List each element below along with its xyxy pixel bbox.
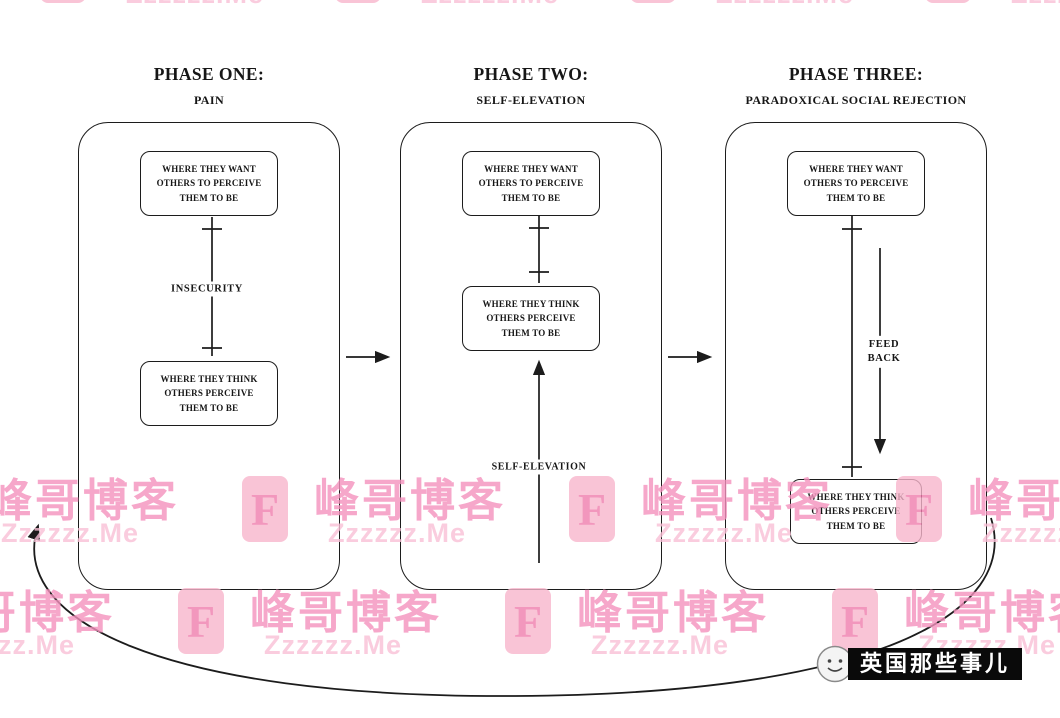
self-elevation-label: SELF-ELEVATION [488, 459, 590, 475]
feedback-label: FEED BACK [864, 335, 904, 369]
insecurity-label: INSECURITY [168, 281, 246, 297]
phase-three-title: PHASE THREE: [788, 64, 924, 84]
phase-two-middle-box: WHERE THEY THINK OTHERS PERCEIVE THEM TO… [462, 286, 600, 351]
phase-three-top-box: WHERE THEY WANT OTHERS TO PERCEIVE THEM … [787, 151, 925, 216]
cycle-loop-arrow [27, 517, 996, 697]
phase-three-subtitle: PARADOXICAL SOCIAL REJECTION [745, 93, 967, 107]
phase-two-title: PHASE TWO: [473, 64, 589, 84]
phase-one-bottom-box: WHERE THEY THINK OTHERS PERCEIVE THEM TO… [140, 361, 278, 426]
phase-one-header: PHASE ONE: PAIN [49, 64, 369, 108]
footer-logo-text: 英国那些事儿 [848, 648, 1023, 680]
phase-one-subtitle: PAIN [193, 93, 225, 107]
phase-three-header: PHASE THREE: PARADOXICAL SOCIAL REJECTIO… [696, 64, 1016, 108]
phase-one-container: WHERE THEY WANT OTHERS TO PERCEIVE THEM … [78, 122, 340, 590]
phase-three-bottom-box: WHERE THEY THINK OTHERS PERCEIVE THEM TO… [790, 479, 922, 544]
phase-two-top-box: WHERE THEY WANT OTHERS TO PERCEIVE THEM … [462, 151, 600, 216]
footer-logo: 英国那些事儿 [816, 645, 1023, 683]
phase-two-header: PHASE TWO: SELF-ELEVATION [371, 64, 691, 108]
phase-three-container: WHERE THEY WANT OTHERS TO PERCEIVE THEM … [725, 122, 987, 590]
phase-one-top-box: WHERE THEY WANT OTHERS TO PERCEIVE THEM … [140, 151, 278, 216]
phase-one-title: PHASE ONE: [153, 64, 265, 84]
phase-two-container: WHERE THEY WANT OTHERS TO PERCEIVE THEM … [400, 122, 662, 590]
phase-two-subtitle: SELF-ELEVATION [476, 93, 586, 107]
